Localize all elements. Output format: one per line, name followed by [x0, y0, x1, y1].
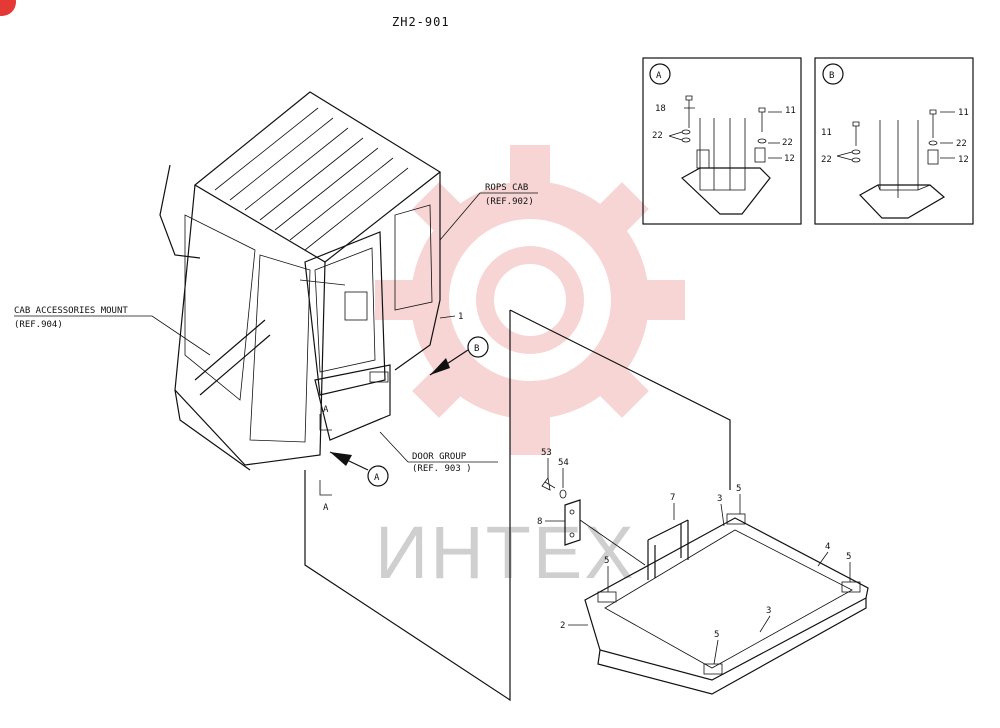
detail-b-label-22-left: 22 — [821, 155, 832, 165]
part-label-2: 2 — [560, 621, 565, 631]
watermark-text: ИНТЕХ — [375, 511, 636, 594]
part-label-3-bottom: 3 — [766, 606, 771, 616]
detail-b-circle-icon — [822, 63, 844, 85]
corner-badge-icon — [0, 0, 16, 16]
detail-a-panel: A 18 11 22 22 12 — [642, 57, 802, 225]
part-label-4: 4 — [825, 542, 830, 552]
cab-accessories-ref: (REF.904) — [14, 320, 63, 330]
part-label-5-bottom: 5 — [714, 630, 719, 640]
drawing-number: ZH2-901 — [392, 15, 450, 29]
detail-a-label-11: 11 — [785, 106, 796, 116]
part-label-3-top: 3 — [717, 494, 722, 504]
mirror-icon — [344, 291, 368, 321]
detail-b-label-12: 12 — [958, 155, 969, 165]
detail-b-label-11-left: 11 — [821, 128, 832, 138]
detail-a-circle-icon — [649, 63, 671, 85]
part-label-7: 7 — [670, 493, 675, 503]
view-a-marker-icon — [367, 465, 389, 487]
floor-plate-outline — [304, 309, 731, 702]
detail-b-letter: B — [829, 71, 834, 81]
part-label-1: 1 — [458, 312, 463, 322]
detail-a-label-12: 12 — [784, 154, 795, 164]
part-label-5-right: 5 — [846, 552, 851, 562]
cab-accessories-label: CAB ACCESSORIES MOUNT — [14, 306, 128, 316]
rops-cab-ref: (REF.902) — [485, 197, 534, 207]
detail-b-label-22-right: 22 — [956, 139, 967, 149]
part-label-5-left: 5 — [604, 556, 609, 566]
part-label-5-top: 5 — [736, 484, 741, 494]
detail-b-panel: B 11 11 22 22 12 — [814, 57, 974, 225]
rops-cab-drawing — [159, 91, 442, 471]
detail-a-letter: A — [656, 71, 662, 81]
detail-a-label-22-right: 22 — [782, 138, 793, 148]
detail-b-label-11-right: 11 — [958, 108, 969, 118]
detail-a-label-22-left: 22 — [652, 131, 663, 141]
view-a-marker: A — [374, 473, 380, 483]
section-a-lower: A — [323, 503, 329, 513]
door-group-ref: (REF. 903 ) — [412, 464, 472, 474]
door-group-label: DOOR GROUP — [412, 452, 467, 462]
base-frame-drawing — [541, 477, 869, 695]
watermark-gear-icon — [375, 145, 685, 455]
view-b-marker-icon — [467, 336, 489, 358]
part-label-8: 8 — [537, 517, 542, 527]
rops-cab-label: ROPS CAB — [485, 183, 528, 193]
part-label-53: 53 — [541, 448, 552, 458]
view-b-marker: B — [474, 344, 479, 354]
detail-a-label-18: 18 — [655, 104, 666, 114]
part-label-54: 54 — [558, 458, 569, 468]
section-a-upper: A — [323, 405, 329, 415]
